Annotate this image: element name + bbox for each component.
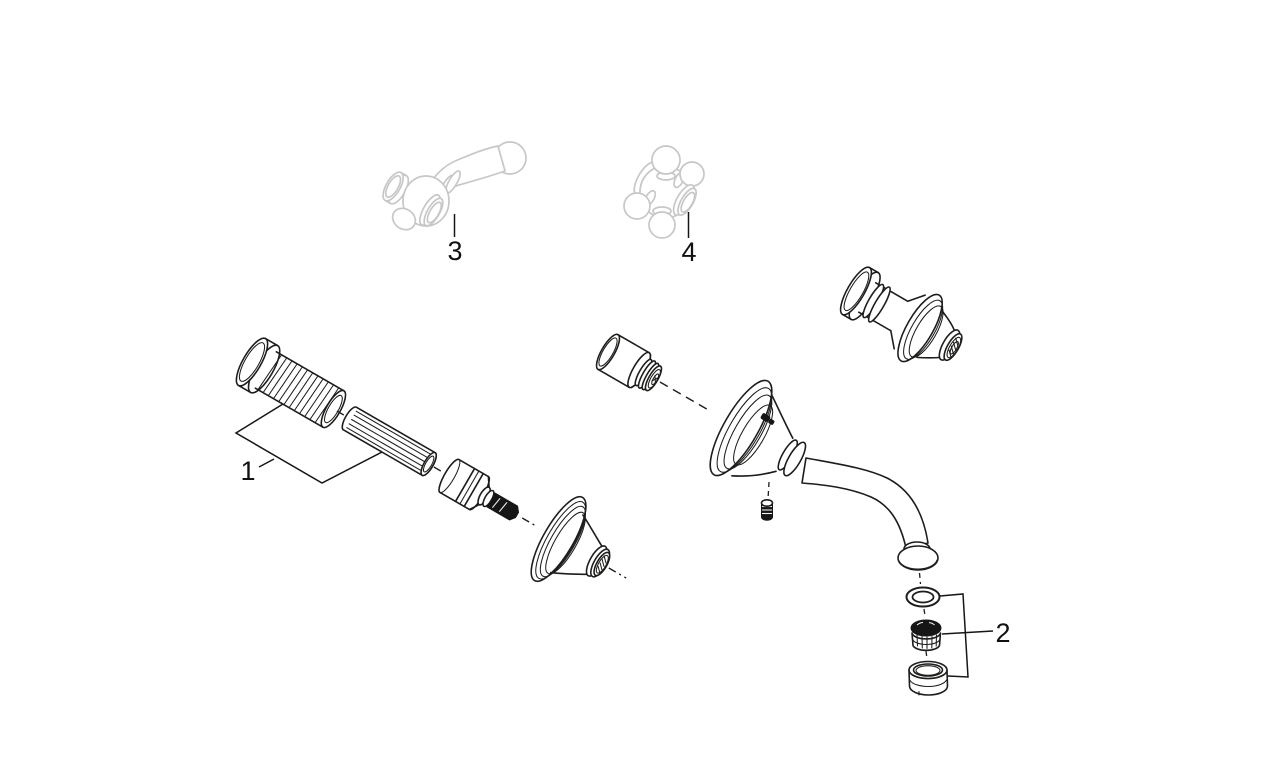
callout-3-number: 3 bbox=[447, 236, 462, 266]
cross-knob-right bbox=[679, 161, 705, 187]
callout-1-bracket bbox=[234, 403, 383, 484]
callout-1-tick bbox=[258, 458, 275, 468]
brand-mark bbox=[760, 413, 775, 425]
callout-2-bracket bbox=[939, 593, 969, 678]
aerator-shell bbox=[908, 660, 949, 696]
assembly-leader-dashed bbox=[659, 381, 712, 413]
valve-headpart-cartridge bbox=[438, 458, 520, 521]
valve-extension-assembly bbox=[235, 337, 627, 583]
lever-handle-ghost bbox=[382, 141, 527, 231]
o-ring-washer bbox=[905, 586, 941, 608]
lever-front-collar bbox=[418, 194, 444, 227]
spout-union-adapter bbox=[595, 333, 712, 413]
bell-escutcheon bbox=[530, 495, 611, 583]
callout-1-number: 1 bbox=[240, 456, 255, 486]
callout-2-number: 2 bbox=[995, 618, 1010, 648]
callout-3: 3 bbox=[447, 214, 463, 266]
callout-2: 2 bbox=[939, 593, 1011, 678]
aerator-insert bbox=[910, 619, 942, 652]
set-screw bbox=[760, 481, 774, 521]
wall-flange-threaded-extension bbox=[235, 337, 347, 429]
cross-handle-ghost bbox=[623, 145, 705, 239]
knurled-extension-spindle bbox=[341, 406, 438, 477]
cross-knob-bottom bbox=[648, 211, 676, 239]
cross-knob-top bbox=[651, 145, 681, 175]
callout-4: 4 bbox=[681, 212, 697, 267]
spout-escutcheon-flange bbox=[709, 379, 807, 477]
callout-4-number: 4 bbox=[681, 237, 696, 267]
cartridge-stem-tip bbox=[486, 492, 520, 521]
cross-front-socket bbox=[672, 184, 698, 216]
assembled-valve-with-escutcheon bbox=[839, 266, 963, 363]
spout-tube bbox=[801, 457, 929, 549]
callout-2-tick bbox=[941, 630, 994, 635]
cross-knob-left bbox=[623, 192, 651, 220]
spout-end-collar bbox=[897, 541, 939, 571]
spout-neck-ridge bbox=[783, 441, 807, 477]
callout-1: 1 bbox=[234, 403, 383, 486]
lever-side-knob bbox=[391, 207, 417, 231]
